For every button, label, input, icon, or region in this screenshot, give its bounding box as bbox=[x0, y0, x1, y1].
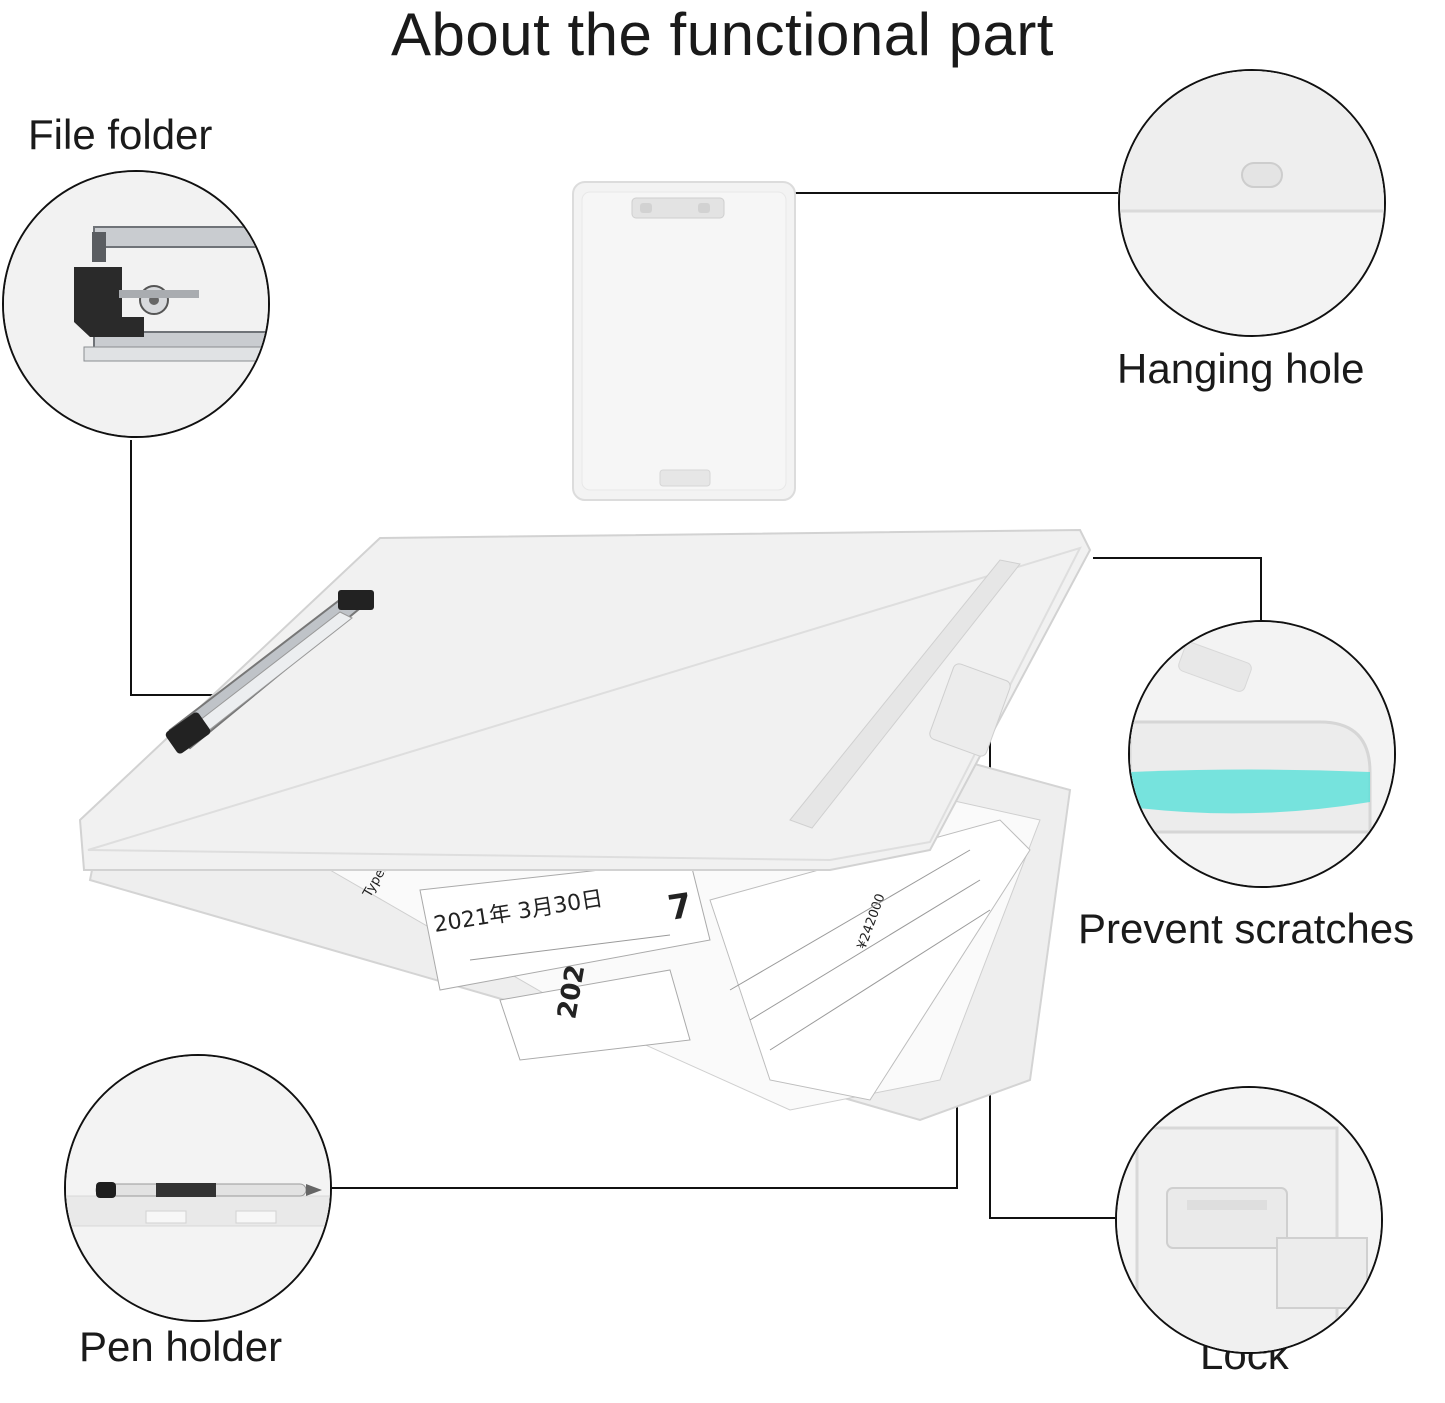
teal-edge-highlight bbox=[1130, 769, 1370, 814]
label-prevent-scratches: Prevent scratches bbox=[1078, 905, 1415, 952]
lock-detail-image bbox=[1117, 1088, 1381, 1352]
clipboard-open-view: 2021年 3月30日 7 Types of students ¥242000 … bbox=[78, 528, 1092, 1122]
page-title: About the functional part bbox=[391, 1, 1054, 68]
label-hanging-hole: Hanging hole bbox=[1117, 345, 1365, 392]
corner-detail-image bbox=[1130, 622, 1394, 886]
detail-circle-lock bbox=[1115, 1086, 1383, 1354]
detail-circle-pen-holder bbox=[64, 1054, 332, 1322]
clip-detail-image bbox=[4, 172, 268, 436]
label-file-folder: File folder bbox=[28, 111, 213, 158]
connector-file-folder bbox=[130, 440, 218, 696]
paper-ticket bbox=[499, 969, 691, 1061]
detail-circle-file-folder bbox=[2, 170, 270, 438]
hanging-hole-detail-image bbox=[1120, 71, 1384, 335]
pen-detail-image bbox=[66, 1056, 330, 1320]
metal-clip bbox=[165, 590, 374, 754]
detail-circle-prevent-scratches bbox=[1128, 620, 1396, 888]
detail-circle-hanging-hole bbox=[1118, 69, 1386, 337]
connector-prevent-scratches bbox=[1093, 557, 1262, 620]
clipboard-front-view bbox=[572, 181, 796, 501]
paper-sheet bbox=[709, 819, 1031, 1101]
label-pen-holder: Pen holder bbox=[79, 1323, 283, 1370]
